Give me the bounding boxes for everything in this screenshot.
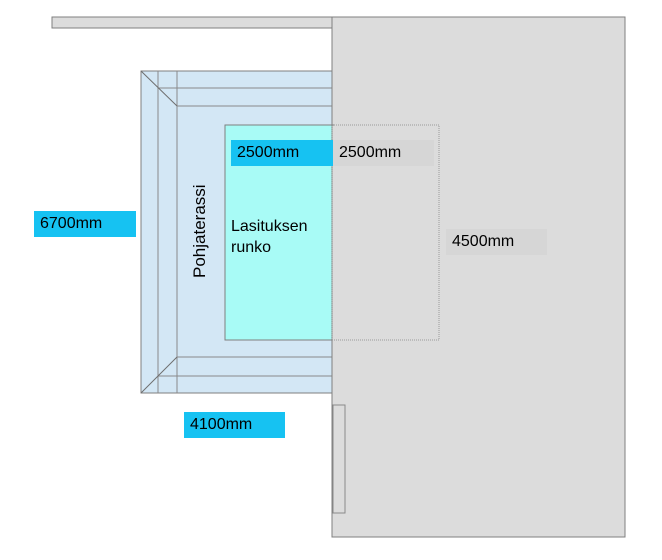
glazing-depth-text: 4500mm	[452, 233, 515, 250]
glazing-width-left-dimension: 2500mm	[231, 140, 333, 166]
roof-edge-strip	[51, 16, 335, 29]
glazing-frame-label-line1: Lasituksen	[231, 218, 308, 235]
glazing-depth-dimension: 4500mm	[446, 229, 547, 255]
foundation-terrace-label: Pohjaterassi	[190, 184, 210, 278]
glazing-frame-label-line2: runko	[231, 239, 272, 256]
foundation-terrace-text: Pohjaterassi	[190, 184, 209, 278]
terrace-height-dimension: 6700mm	[34, 211, 136, 237]
door-frame	[332, 404, 346, 514]
glazing-frame-hidden-part	[331, 124, 440, 341]
house-outline	[331, 16, 626, 538]
terrace-width-text: 4100mm	[190, 416, 253, 433]
glazing-width-right-dimension: 2500mm	[333, 140, 434, 166]
terrace-width-dimension: 4100mm	[184, 412, 285, 438]
glazing-width-right-text: 2500mm	[339, 144, 402, 161]
terrace-height-text: 6700mm	[40, 215, 103, 232]
glazing-width-left-text: 2500mm	[237, 144, 300, 161]
